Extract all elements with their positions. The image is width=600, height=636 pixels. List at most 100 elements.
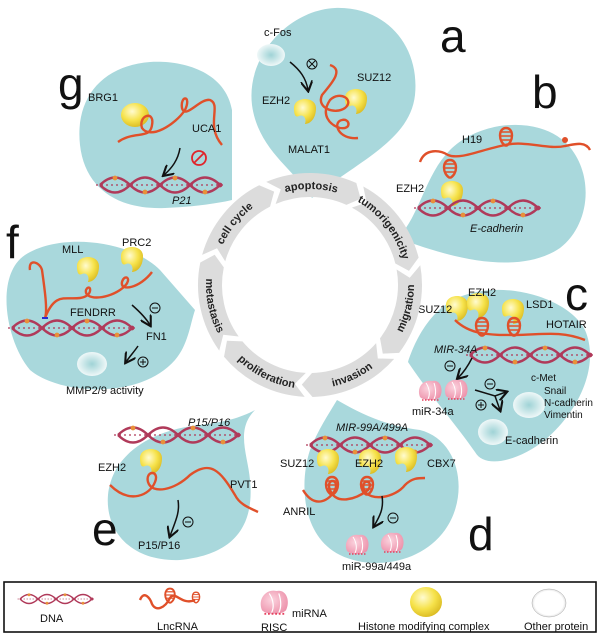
other-protein-icon — [257, 44, 285, 66]
arrow-icon — [131, 304, 150, 325]
protein-label-ezh2: EZH2 — [468, 287, 496, 299]
arrow-icon — [126, 345, 139, 362]
arrow-icon — [289, 61, 308, 90]
protein-label-suz12: SUZ12 — [280, 458, 314, 470]
protein-label-ezh2: EZH2 — [262, 95, 290, 107]
gene-label-p21: P21 — [172, 195, 192, 207]
process-ring: apoptosistumorigenicitymigrationinvasion… — [197, 173, 423, 397]
arrow-icon — [170, 499, 180, 536]
target-label-c-met: c-Met — [531, 373, 556, 384]
ring-segment-migration — [380, 265, 423, 354]
target-label-snail: Snail — [544, 386, 566, 397]
product-label-p15-p16: P15/P16 — [138, 540, 180, 552]
panel-e-bubble — [107, 410, 256, 561]
gene-label-mir-99a-499a: MIR-99A/499A — [336, 422, 408, 434]
histone-complex-icon — [410, 587, 442, 617]
target-label-e-cadherin: E-cadherin — [505, 435, 558, 447]
panel-letter-e: e — [92, 503, 118, 555]
inhibit-icon — [191, 150, 207, 166]
legend-item-dna: DNA — [16, 592, 96, 625]
multiply-sign-icon — [308, 60, 316, 68]
mirna-label-mir-99a-449a: miR-99a/449a — [342, 561, 412, 573]
panel-a: a c-Fos ⊗ EZH2 SUZ12 MALAT1 — [251, 7, 466, 198]
panel-letter-g: g — [58, 58, 84, 110]
other-protein-icon — [513, 392, 545, 418]
lncrna-icon — [117, 97, 223, 146]
legend-item-lncrna: LncRNA — [138, 587, 201, 633]
legend-item-risc: RISC miRNA — [259, 589, 327, 634]
target-label-fn1: FN1 — [146, 331, 167, 343]
lncrna-label-malat1: MALAT1 — [288, 144, 330, 156]
panel-g-bubble — [79, 61, 233, 209]
lncrna-label-fendrr: FENDRR — [70, 307, 116, 319]
mirna-label-mir-34a: miR-34a — [412, 406, 454, 418]
panel-a-bubble — [251, 7, 416, 198]
panel-letter-d: d — [468, 508, 494, 560]
risc-icon — [418, 379, 443, 401]
lncrna-label-hotair: HOTAIR — [546, 319, 587, 331]
lncrna-loop-icon — [191, 591, 201, 604]
protein-label-ezh2: EZH2 — [355, 458, 383, 470]
gene-label-e-cadherin: E-cadherin — [470, 223, 523, 235]
panel-b-bubble — [398, 124, 586, 263]
panel-letter-c: c — [565, 268, 588, 320]
panel-c: c SUZ12 EZH2 LSD1 HOTAIR MIR-34A miR-34a… — [408, 268, 596, 462]
lncrna-icon — [301, 476, 426, 503]
lncrna-label-uca1: UCA1 — [192, 123, 221, 135]
legend-label-risc: RISC — [261, 622, 287, 634]
protein-label-suz12: SUZ12 — [357, 72, 391, 84]
legend-label-histone: Histone modifying complex — [358, 621, 490, 633]
panel-b: b H19 EZH2 E-cadherin — [396, 66, 592, 263]
output-label-mmp: MMP2/9 activity — [66, 385, 144, 397]
lncrna-label-pvt1: PVT1 — [230, 479, 258, 491]
lncrna-icon — [28, 261, 153, 319]
legend-item-histone: Histone modifying complex — [358, 587, 490, 633]
ring-segment-tumorigenicity — [351, 186, 419, 271]
legend: DNA LncRNA RISC miRNA Histone modifying … — [3, 581, 597, 634]
panel-f: f MLL PRC2 FENDRR FN1 MMP2/9 activity — [6, 216, 196, 397]
arrow-icon — [458, 357, 473, 378]
legend-item-other-protein: Other protein — [524, 588, 588, 633]
lncrna-label-h19: H19 — [462, 134, 482, 146]
ring-segment-proliferation — [224, 340, 306, 397]
other-protein-icon — [531, 588, 567, 618]
ring-segment-cell-cycle — [202, 185, 275, 262]
other-protein-icon — [77, 352, 107, 376]
legend-label-other-protein: Other protein — [524, 621, 588, 633]
lncrna-icon — [109, 466, 259, 514]
lncrna-label-anril: ANRIL — [283, 506, 315, 518]
panel-d-bubble — [304, 400, 459, 563]
lncrna-icon — [319, 63, 359, 140]
plus-sign-icon — [478, 402, 484, 408]
plus-sign-icon — [140, 359, 146, 365]
ring-segment-apoptosis — [266, 173, 361, 205]
protein-label-cbx7: CBX7 — [427, 458, 456, 470]
legend-label-lncrna: LncRNA — [157, 621, 199, 633]
target-label-vimentin: Vimentin — [544, 410, 583, 421]
protein-label-brg1: BRG1 — [88, 92, 118, 104]
panel-letter-a: a — [440, 10, 466, 62]
ring-segment-metastasis — [197, 254, 239, 351]
protein-label-mll: MLL — [62, 244, 83, 256]
panel-g: g BRG1 UCA1 P21 — [58, 58, 233, 209]
panel-f-bubble — [6, 241, 196, 390]
arrow-icon — [374, 495, 383, 526]
arrow-icon — [164, 147, 181, 175]
protein-label-lsd1: LSD1 — [526, 299, 554, 311]
panel-letter-f: f — [6, 216, 19, 268]
protein-label-suz12: SUZ12 — [418, 304, 452, 316]
arrow-icon — [495, 395, 500, 410]
protein-label-ezh2: EZH2 — [396, 183, 424, 195]
target-label-n-cadherin: N-cadherin — [544, 398, 593, 409]
gene-label-mir-34a: MIR-34A — [434, 344, 477, 356]
protein-label-prc2: PRC2 — [122, 237, 151, 249]
panel-e: e P15/P16 EZH2 PVT1 P15/P16 — [92, 410, 259, 561]
panel-d: d MIR-99A/499A SUZ12 EZH2 CBX7 ANRIL miR… — [280, 400, 494, 573]
other-protein-icon — [478, 419, 508, 445]
legend-label-dna: DNA — [40, 613, 64, 625]
lncrna-icon — [138, 594, 196, 610]
panel-letter-b: b — [532, 66, 558, 118]
risc-icon — [259, 589, 289, 615]
protein-label-c-fos: c-Fos — [264, 27, 292, 39]
